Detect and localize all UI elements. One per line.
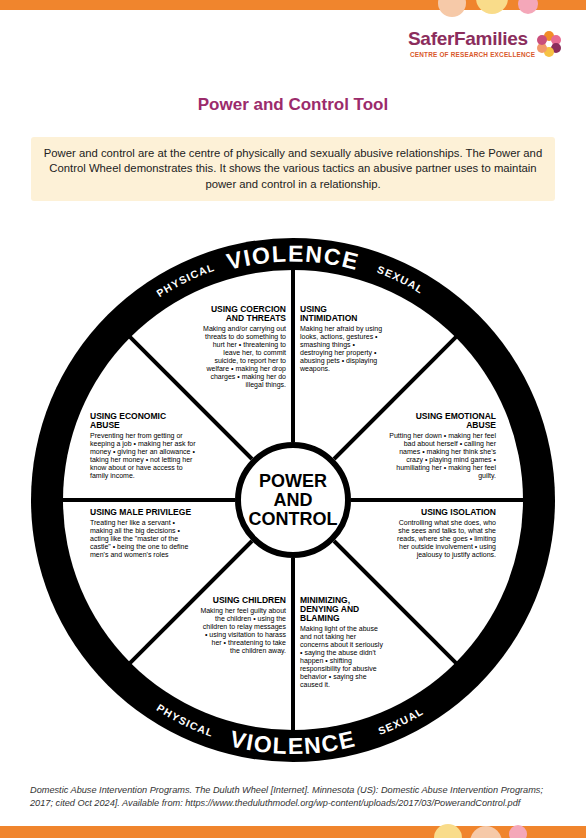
tactic-segment: USING ECONOMIC ABUSE Preventing her from … <box>90 412 197 480</box>
segment-heading: USING MALE PRIVILEGE <box>90 508 197 517</box>
wheel-spoke <box>291 269 295 442</box>
top-petal <box>518 0 538 14</box>
segment-heading: USING ISOLATION <box>389 508 496 517</box>
hub-circle: POWER AND CONTROL <box>235 442 351 558</box>
top-petal <box>438 0 466 17</box>
bottom-petal <box>434 824 462 838</box>
segment-heading: USING ECONOMIC ABUSE <box>90 412 197 430</box>
segment-heading: USING CHILDREN <box>200 596 286 605</box>
tactic-segment: USING EMOTIONAL ABUSE Putting her down • … <box>389 412 496 480</box>
ring-label-path: VIOLENCE <box>224 240 362 275</box>
logo-dot <box>537 35 547 45</box>
segment-heading: USING INTIMIDATION <box>300 305 386 323</box>
segment-body: Making her afraid by using looks, action… <box>300 325 386 373</box>
logo-wordmark: SaferFamilies <box>408 28 528 50</box>
tactic-segment: USING INTIMIDATION Making her afraid by u… <box>300 305 386 373</box>
bottom-petal <box>509 825 527 838</box>
logo-tagline: CENTRE OF RESEARCH EXCELLENCE <box>410 51 535 58</box>
logo-icon <box>537 31 561 57</box>
segment-heading: MINIMIZING, DENYING AND BLAMING <box>300 596 386 623</box>
segment-body: Putting her down • making her feel bad a… <box>389 432 496 480</box>
segment-heading: USING EMOTIONAL ABUSE <box>389 412 496 430</box>
ring-label: PHYSICAL <box>155 701 216 739</box>
segment-body: Making her feel guilty about the childre… <box>200 607 286 655</box>
ring-label: SEXUAL <box>376 263 427 296</box>
segment-heading: USING COERCION AND THREATS <box>200 305 286 323</box>
intro-text: Power and control are at the centre of p… <box>43 146 543 193</box>
ring-label: VIOLENCE <box>224 240 362 275</box>
outer-ring <box>31 238 555 762</box>
ring-label-path: SEXUAL <box>376 705 425 737</box>
top-petal <box>476 0 508 14</box>
inner-disc <box>63 270 523 730</box>
segment-body: Making and/or carrying out threats to do… <box>200 325 286 389</box>
wheel-spoke <box>62 498 235 502</box>
tactic-segment: MINIMIZING, DENYING AND BLAMINGMaking li… <box>300 596 386 689</box>
ring-label-path: PHYSICAL <box>154 261 216 300</box>
bottom-petal <box>470 826 502 838</box>
ring-label: VIOLENCE <box>228 725 359 759</box>
logo-dot <box>546 41 552 47</box>
tactic-segment: USING ISOLATION Controlling what she does… <box>389 508 496 559</box>
segment-body: Making light of the abuse and not taking… <box>300 625 386 689</box>
wheel-spoke <box>351 498 524 502</box>
ring-label: SEXUAL <box>376 705 425 737</box>
segment-body: Treating her like a servant • making all… <box>90 519 197 559</box>
ring-label-path: VIOLENCE <box>228 725 359 759</box>
hub-label: POWER AND CONTROL <box>245 472 341 529</box>
tactic-segment: USING CHILDREN Making her feel guilty abo… <box>200 596 286 655</box>
wheel-ring: PHYSICALVIOLENCESEXUALPHYSICALVIOLENCESE… <box>31 238 555 762</box>
segment-body: Controlling what she does, who she sees … <box>389 519 496 559</box>
ring-label-path: PHYSICAL <box>155 701 216 739</box>
tactic-segment: USING COERCION AND THREATS Making and/or … <box>200 305 286 389</box>
wheel-spoke <box>291 558 295 731</box>
tactic-segment: USING MALE PRIVILEGE Treating her like a … <box>90 508 197 559</box>
citation: Domestic Abuse Intervention Programs. Th… <box>30 784 558 809</box>
page-title: Power and Control Tool <box>0 95 586 115</box>
segment-body: Preventing her from getting or keeping a… <box>90 432 197 480</box>
ring-label-path: SEXUAL <box>376 263 427 296</box>
intro-box: Power and control are at the centre of p… <box>31 137 555 201</box>
ring-label: PHYSICAL <box>154 261 216 300</box>
